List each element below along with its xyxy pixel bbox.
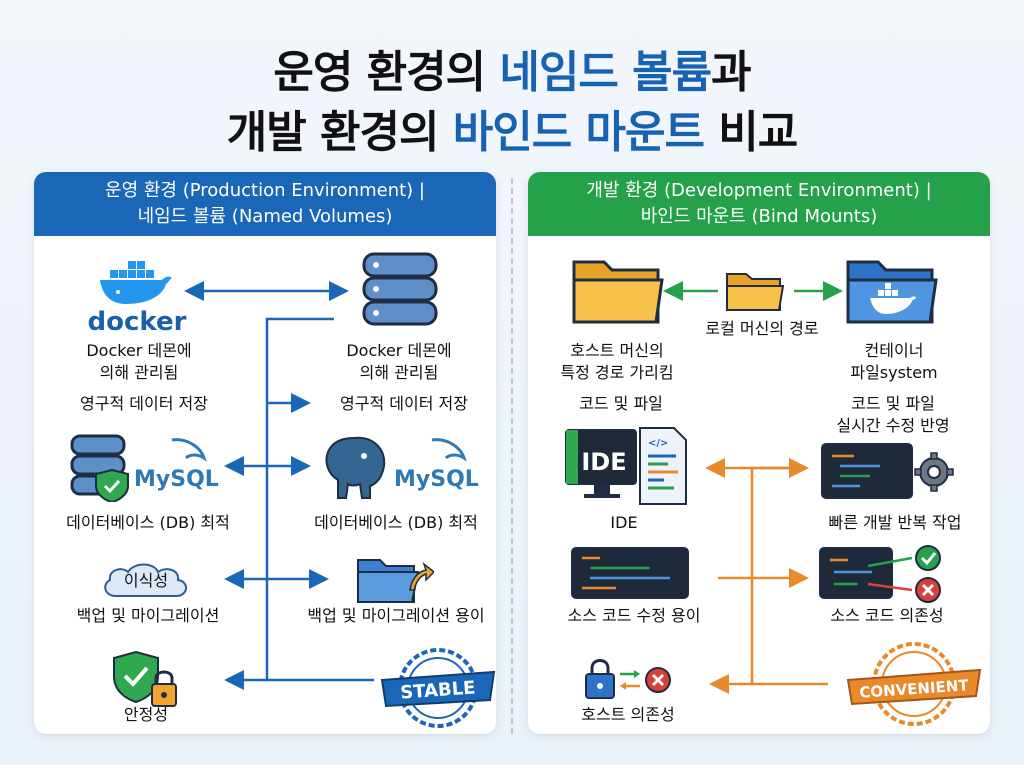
page-title-line1: 운영 환경의 네임드 볼륨과 [0, 36, 1024, 100]
docker-whale-icon [100, 261, 172, 304]
ide-label: IDE [610, 513, 638, 532]
container-folder-icon [846, 260, 938, 324]
title-highlight: 바인드 마운트 [452, 107, 705, 158]
production-panel-header: 운영 환경 (Production Environment) | 네임드 볼륨 … [34, 172, 496, 236]
svg-text:MySQL: MySQL [134, 467, 219, 492]
title-text: 개발 환경의 [226, 107, 453, 158]
header-line: 개발 환경 (Development Environment) | [586, 180, 932, 201]
host-dependency-label: 호스트 의존성 [581, 705, 675, 724]
title-text: 과 [711, 47, 751, 98]
persistent-storage-label: 영구적 데이터 저장 [80, 394, 208, 413]
host-folder-icon [572, 260, 664, 324]
code-editor-gear-icon [821, 443, 954, 499]
portability-cloud-icon [104, 563, 187, 597]
svg-text:MySQL: MySQL [394, 467, 479, 492]
source-dependency-label: 소스 코드 의존성 [830, 606, 944, 625]
development-panel-header: 개발 환경 (Development Environment) | 바인드 마운… [528, 172, 990, 236]
realtime-edit-label: 코드 및 파일 실시간 수정 반영 [836, 394, 950, 435]
local-folder-icon [726, 273, 785, 311]
title-text: 비교 [703, 107, 798, 158]
svg-text:STABLE: STABLE [400, 677, 477, 703]
managed-by-docker-label: Docker 데몬에 의해 관리됨 [86, 341, 192, 382]
docker-logo-text: docker [88, 307, 187, 336]
persistent-storage-label: 영구적 데이터 저장 [340, 394, 468, 413]
svg-text:</>: </> [648, 438, 668, 449]
local-path-label: 로컬 머신의 경로 [705, 319, 819, 338]
stability-label: 안정성 [123, 705, 169, 724]
database-icon [362, 252, 438, 326]
development-connectors [663, 281, 843, 694]
header-line: 바인드 마운트 (Bind Mounts) [640, 206, 878, 227]
managed-by-docker-label: Docker 데몬에 의해 관리됨 [346, 341, 452, 382]
title-highlight: 네임드 볼륨 [499, 47, 712, 98]
header-line: 운영 환경 (Production Environment) | [105, 180, 425, 201]
ide-monitor-icon: IDE </> [565, 427, 687, 505]
backup-migration-easy-label: 백업 및 마이그레이션 용이 [307, 606, 485, 625]
db-optimal-label: 데이터베이스 (DB) 최적 [66, 513, 230, 532]
container-filesystem-label: 컨테이너 파일system [850, 341, 938, 382]
stable-badge-icon: STABLE [380, 648, 496, 728]
postgresql-elephant-icon [325, 436, 386, 499]
database-shield-icon [70, 434, 129, 502]
production-connectors [184, 281, 374, 690]
mysql-logo: MySQL [134, 438, 219, 492]
svg-text:IDE: IDE [581, 448, 626, 476]
code-files-label: 코드 및 파일 [579, 394, 663, 413]
mysql-logo: MySQL [394, 438, 479, 492]
fast-iteration-label: 빠른 개발 반복 작업 [828, 513, 962, 532]
host-path-label: 호스트 머신의 특정 경로 가리킴 [560, 341, 674, 382]
host-dependency-icon [585, 659, 671, 699]
title-text: 운영 환경의 [273, 47, 500, 98]
svg-text:docker: docker [88, 307, 187, 336]
backup-migration-label: 백업 및 마이그레이션 [76, 606, 220, 625]
db-optimal-label: 데이터베이스 (DB) 최적 [314, 513, 478, 532]
trunk-line [265, 317, 374, 682]
center-divider [511, 178, 513, 734]
convenient-badge-icon: CONVENIENT [846, 642, 982, 726]
production-panel: 운영 환경 (Production Environment) | 네임드 볼륨 … [34, 172, 496, 734]
header-line: 네임드 볼륨 (Named Volumes) [137, 206, 393, 227]
source-code-editor-icon [571, 547, 689, 599]
source-dependency-icon [819, 545, 941, 603]
page-title-line2: 개발 환경의 바인드 마운트 비교 [0, 96, 1024, 160]
development-panel: 개발 환경 (Development Environment) | 바인드 마운… [528, 172, 990, 734]
folder-migrate-icon [357, 559, 434, 603]
portability-label: 이식성 [123, 571, 169, 590]
source-edit-label: 소스 코드 수정 용이 [567, 606, 701, 625]
security-shield-lock-icon [113, 650, 177, 707]
